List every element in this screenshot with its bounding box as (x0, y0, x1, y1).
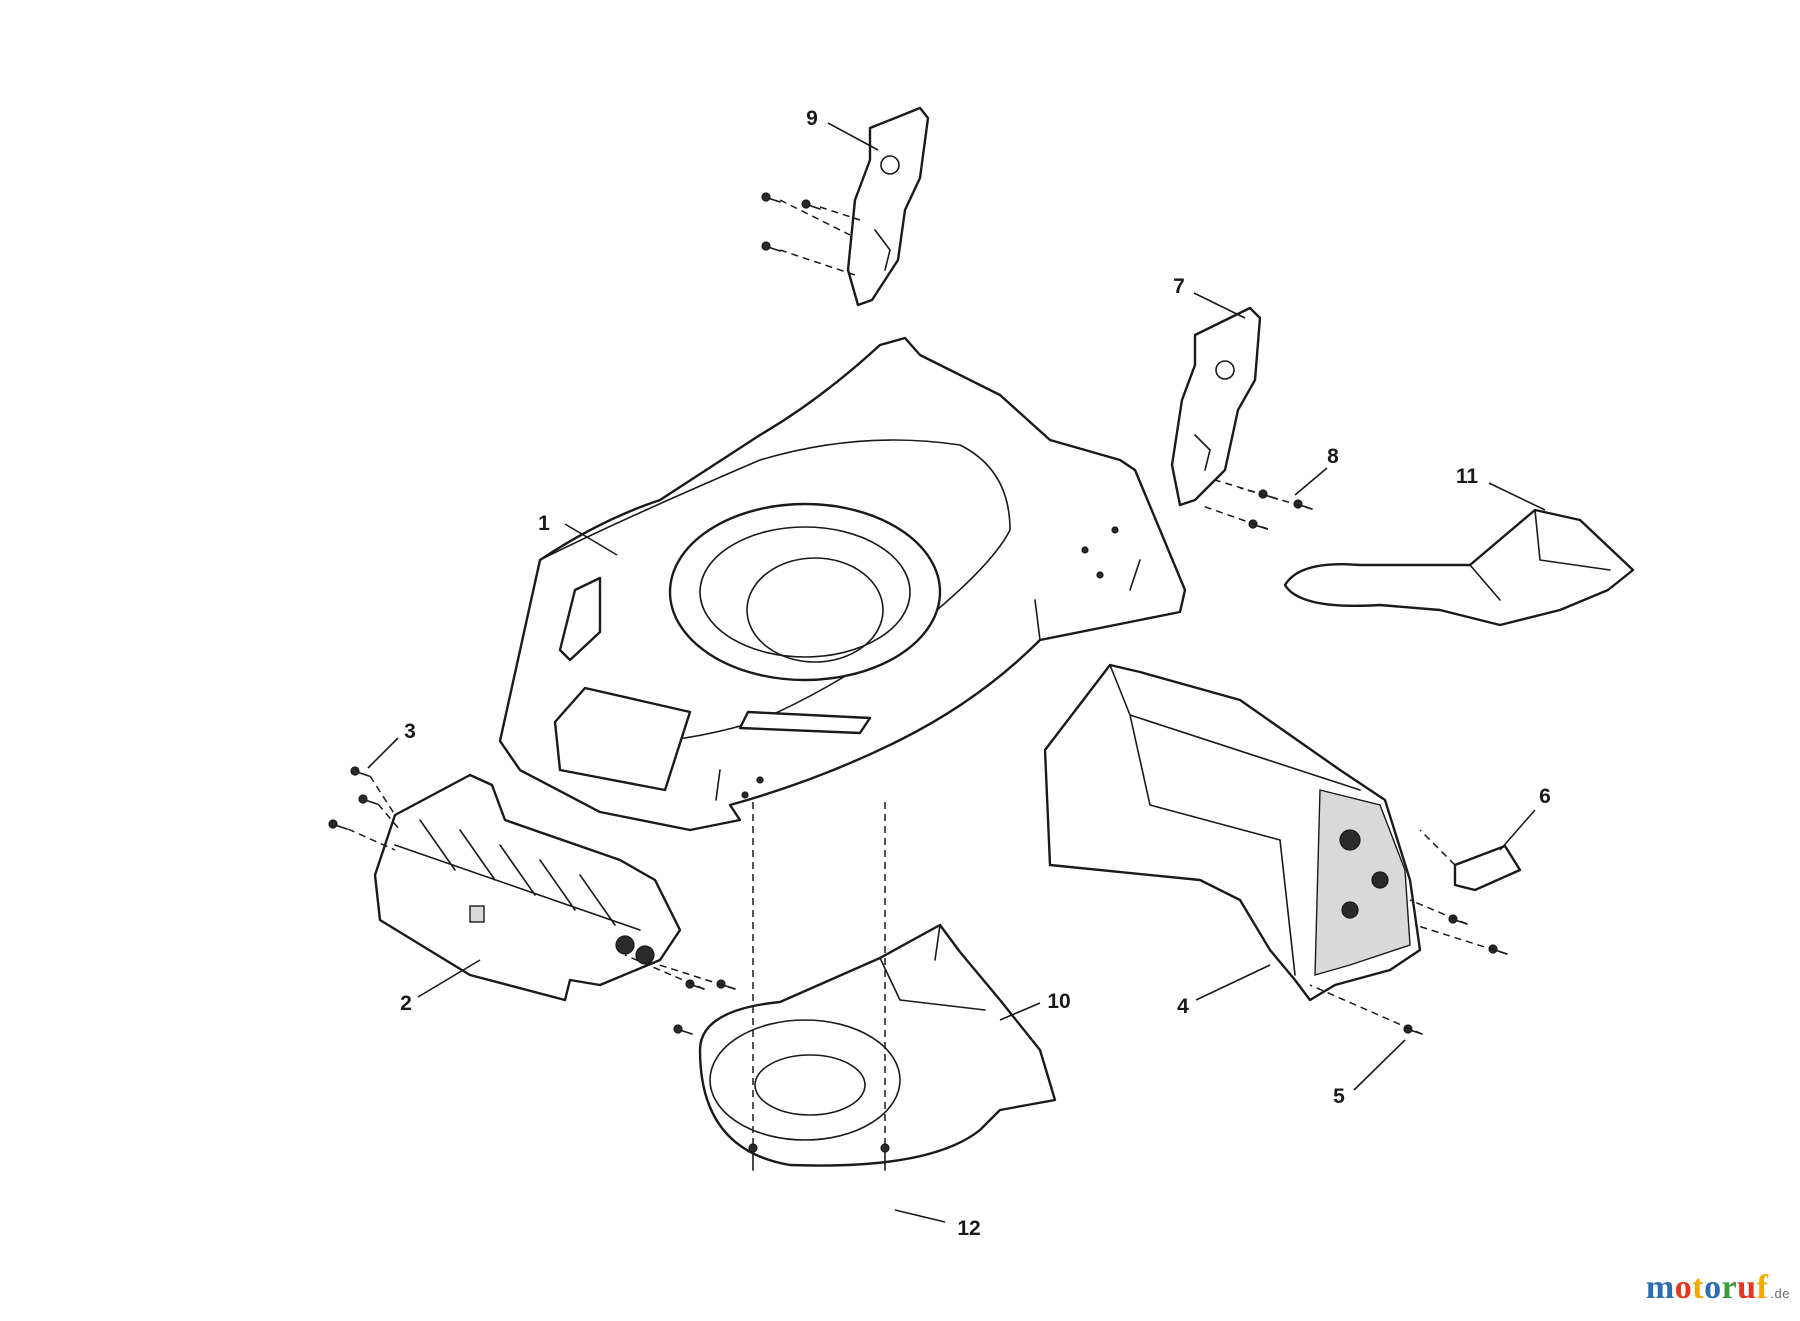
part-11-rear-flap (1283, 508, 1635, 627)
part-2-front-deflector (373, 773, 682, 1002)
callout-labels: 1 2 3 4 5 6 7 8 9 10 11 12 (400, 107, 1551, 1240)
part-4-collector-housing (1043, 663, 1422, 1002)
watermark-letter: r (1721, 1269, 1738, 1306)
leader-lines (367, 122, 1546, 1223)
callout-5: 5 (1333, 1085, 1345, 1108)
callout-8: 8 (1327, 445, 1339, 468)
part-6-plate (1453, 844, 1522, 892)
callout-10: 10 (1047, 990, 1070, 1013)
watermark-letter: u (1737, 1269, 1757, 1306)
watermark-letter: o (1704, 1269, 1722, 1306)
callout-9: 9 (806, 107, 818, 130)
watermark-suffix: .de (1770, 1286, 1790, 1301)
part-10-chute-base (698, 923, 1057, 1167)
part-1-mower-deck (498, 336, 1187, 832)
callout-6: 6 (1539, 785, 1551, 808)
callout-1: 1 (538, 512, 550, 535)
watermark-letter: t (1692, 1269, 1705, 1306)
callout-11: 11 (1456, 465, 1479, 488)
watermark-letter: o (1674, 1269, 1693, 1306)
callout-7: 7 (1173, 275, 1185, 298)
brand-watermark: motoruf.de (1646, 1269, 1790, 1307)
callout-2: 2 (400, 992, 412, 1015)
callout-12: 12 (957, 1217, 980, 1240)
watermark-letter: f (1756, 1269, 1769, 1306)
watermark-letter: m (1645, 1269, 1675, 1306)
part-9-handle-bracket (846, 106, 930, 307)
part-7-handle-bracket (1170, 306, 1262, 507)
callout-4: 4 (1177, 995, 1189, 1018)
callout-3: 3 (404, 720, 416, 743)
assembly-lines (347, 199, 1508, 1145)
